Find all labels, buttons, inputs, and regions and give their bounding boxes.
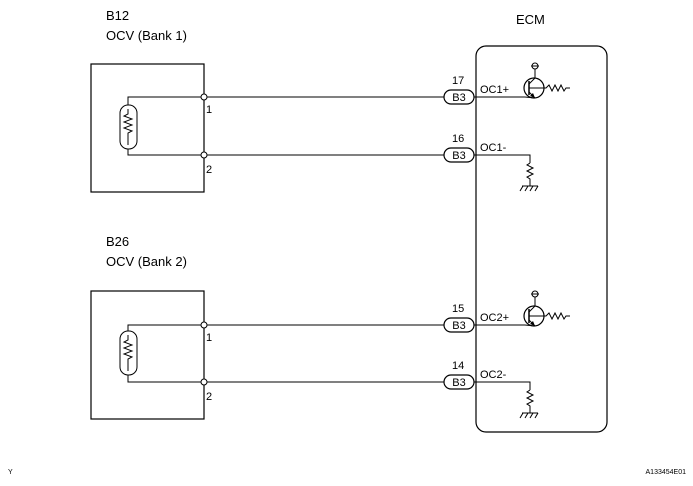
connector-17-label: B3 [452, 92, 465, 104]
ocv-bank2-lead-1 [127, 324, 204, 331]
ocv-bank2-lead-2 [127, 375, 204, 383]
signal-oc2-minus: OC2- [480, 369, 507, 381]
ocv-bank1-lead-2 [127, 149, 204, 156]
ocv-bank2-box [90, 290, 205, 420]
connector-14-label: B3 [452, 377, 465, 389]
connector-17: B3 17 [443, 75, 475, 105]
ocv-bank1-component: 1 2 [90, 63, 212, 193]
oc2-ground-icon [474, 381, 539, 419]
b12-name: OCV (Bank 1) [106, 28, 187, 43]
signal-oc2-plus: OC2+ [480, 312, 509, 324]
ocv-bank1-pin-1: 1 [206, 104, 212, 116]
ocv-bank1-lead-1 [127, 96, 204, 105]
b26-code: B26 [106, 234, 129, 249]
connector-15-label: B3 [452, 320, 465, 332]
connector-15: B3 15 [443, 303, 475, 333]
ocv-bank1-coil-icon [122, 109, 134, 145]
oc1-ground-icon [474, 154, 539, 192]
connector-16: B3 16 [443, 133, 475, 163]
oc1-transistor-icon [474, 62, 570, 99]
ocv-bank2-terminal-1 [200, 321, 208, 329]
ocv-bank2-pin-1: 1 [206, 332, 212, 344]
connector-16-pin: 16 [452, 133, 464, 145]
ocv-bank1-terminal-1 [200, 93, 208, 101]
signal-oc1-plus: OC1+ [480, 84, 509, 96]
connector-15-pin: 15 [452, 303, 464, 315]
ocv-bank1-pin-2: 2 [206, 164, 212, 176]
connector-17-pin: 17 [452, 75, 464, 87]
ocv-bank1-terminal-2 [200, 151, 208, 159]
ocv-bank2-terminal-2 [200, 378, 208, 386]
b12-code: B12 [106, 8, 129, 23]
ecm-label: ECM [516, 12, 545, 27]
b26-name: OCV (Bank 2) [106, 254, 187, 269]
connector-14: B3 14 [443, 360, 475, 390]
footer-right-code: A133454E01 [646, 469, 687, 476]
signal-oc1-minus: OC1- [480, 142, 507, 154]
ocv-bank2-component: 1 2 [90, 290, 212, 420]
connector-14-pin: 14 [452, 360, 464, 372]
footer-left-code: Y [8, 469, 13, 476]
ocv-bank2-coil-icon [122, 335, 134, 371]
ocv-bank2-pin-2: 2 [206, 391, 212, 403]
ocv-bank1-box [90, 63, 205, 193]
ecm-box [475, 45, 608, 433]
oc2-transistor-icon [474, 290, 570, 327]
connector-16-label: B3 [452, 150, 465, 162]
